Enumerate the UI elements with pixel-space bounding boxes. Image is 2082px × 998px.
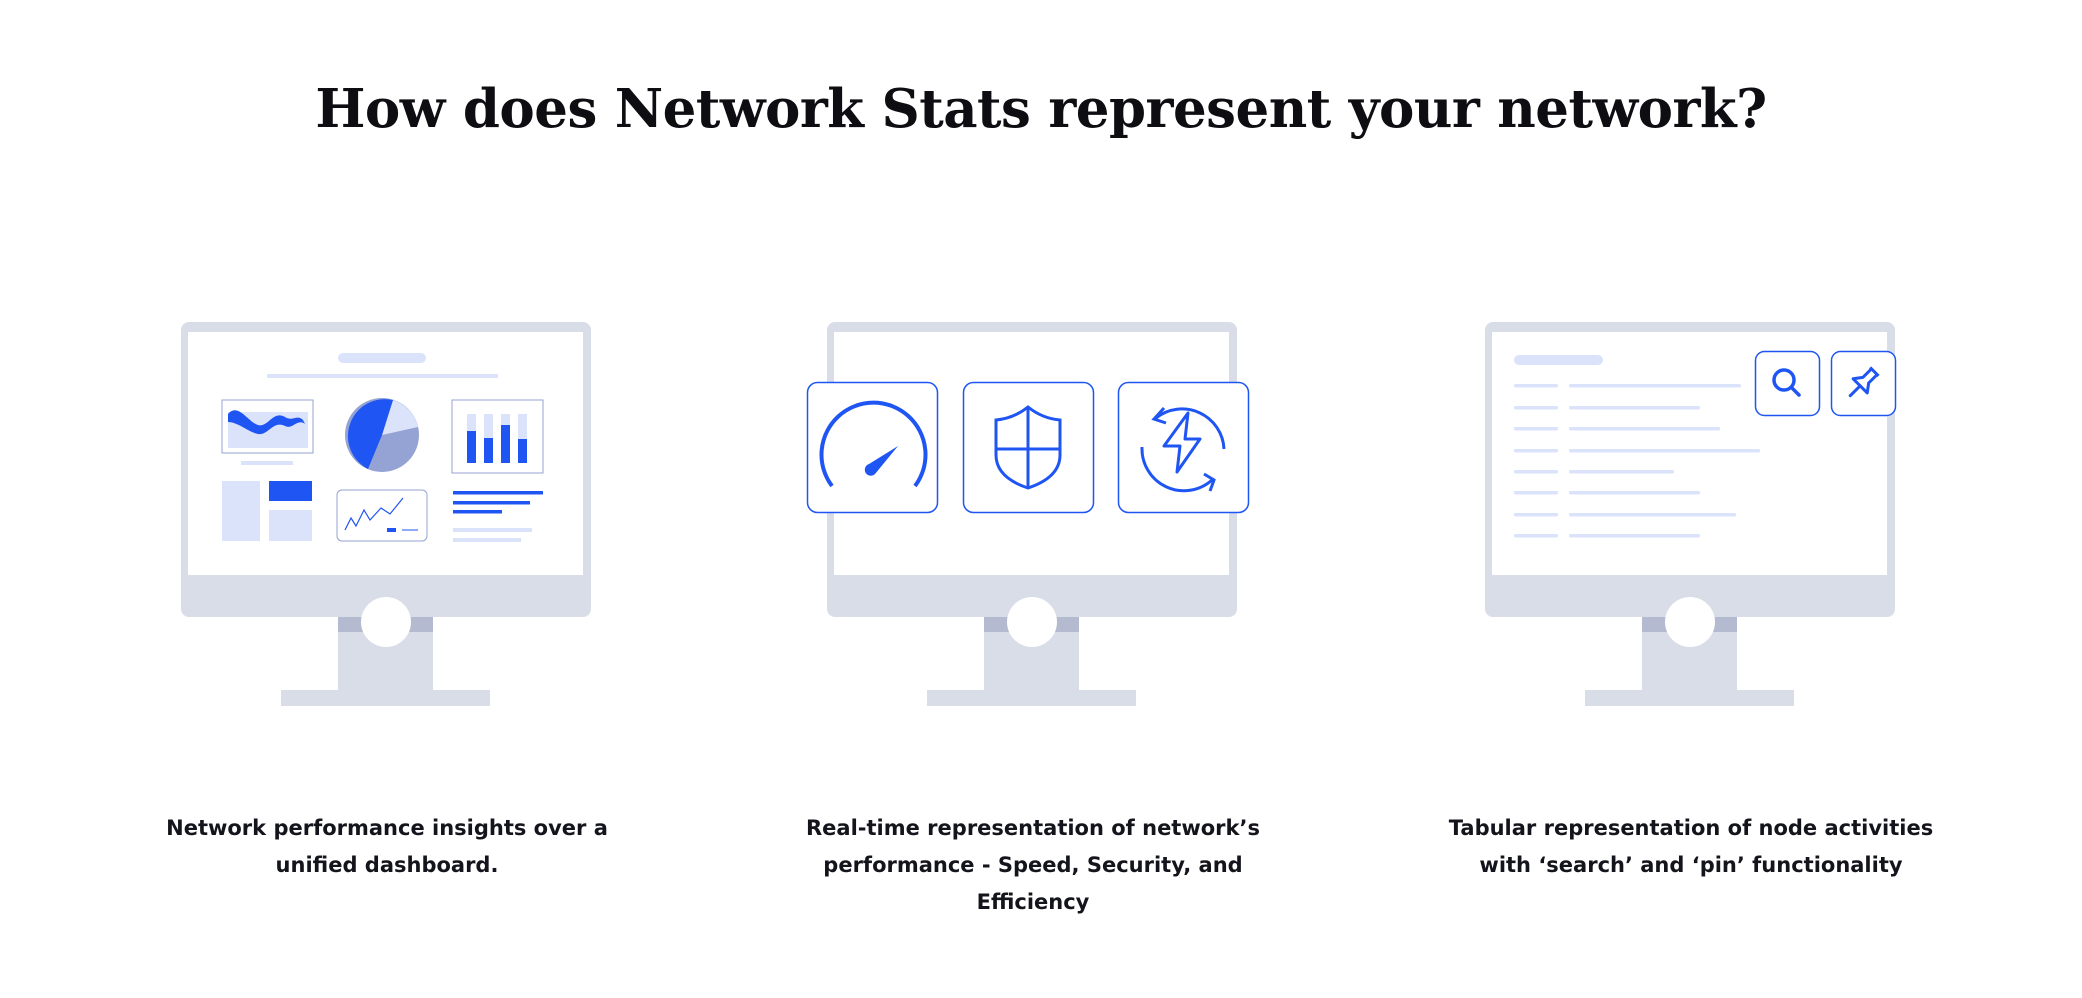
table-rows [1514, 384, 1760, 538]
text-lines [453, 491, 543, 542]
table-monitor-illustration [1485, 322, 1897, 706]
page-title: How does Network Stats represent your ne… [315, 78, 1767, 140]
feature-caption-tabular: Tabular representation of node activitie… [1448, 816, 1934, 877]
pin-icon [1830, 350, 1897, 417]
table-header-pill [1514, 355, 1603, 365]
line-chart-widget [336, 489, 428, 542]
dashboard-monitor-illustration [181, 322, 591, 706]
header-pill [338, 353, 426, 363]
search-icon [1754, 350, 1821, 417]
area-chart-widget [221, 399, 314, 454]
layout-blocks [222, 481, 312, 541]
performance-monitor-illustration [806, 322, 1250, 706]
subheader-line [267, 374, 498, 378]
pie-chart-widget [345, 398, 419, 472]
feature-caption-dashboard: Network performance insights over a unif… [166, 816, 608, 877]
caption-line [241, 461, 293, 465]
shield-icon [962, 381, 1095, 514]
feature-caption-performance: Real-time representation of network’s pe… [806, 816, 1260, 914]
bar-chart-widget [451, 399, 544, 474]
refresh-bolt-icon [1117, 381, 1250, 514]
speedometer-icon [806, 381, 939, 514]
monitor-frame [827, 322, 1237, 706]
